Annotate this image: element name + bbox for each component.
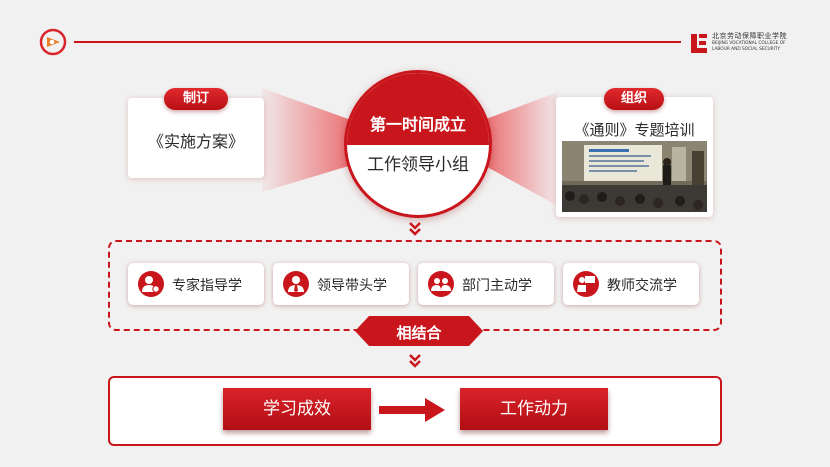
learning-item-label: 教师交流学 [607,278,677,294]
circle-top-band [347,73,489,145]
college-name-cn: 北京劳动保障职业学院 [712,32,787,40]
slide-logo-icon [39,28,67,56]
college-emblem-icon [691,34,707,53]
chevron-down-icon [409,222,421,236]
leading-group-circle: 第一时间成立 工作领导小组 [344,70,492,218]
combine-label: 相结合 [396,324,442,342]
learning-item-teacher: 教师交流学 [563,263,699,305]
learning-item-department: 部门主动学 [418,263,554,305]
circle-subtitle: 工作领导小组 [367,155,469,175]
training-photo [562,141,707,212]
right-glow-connector [478,92,558,206]
learning-outcome-block: 学习成效 [223,388,371,430]
circle-title: 第一时间成立 [369,115,466,134]
left-glow-connector [262,88,362,192]
chevron-down-icon [409,354,421,368]
leader-icon [283,271,309,297]
learning-item-label: 专家指导学 [172,278,242,294]
learning-item-label: 部门主动学 [462,278,532,294]
department-icon [428,271,454,297]
work-motivation-block: 工作动力 [460,388,608,430]
combine-tag: 相结合 [355,316,483,346]
college-name-en-line1: BEIJING VOCATIONAL COLLEGE OF [712,41,786,46]
arrow-right-icon [379,398,445,422]
plan-card-text: 《实施方案》 [147,132,244,151]
college-logo: 北京劳动保障职业学院 BEIJING VOCATIONAL COLLEGE OF… [689,30,814,56]
learning-item-expert: 专家指导学 [128,263,264,305]
header-divider [74,41,681,43]
training-tag: 组织 [604,88,664,110]
learning-item-label: 领导带头学 [317,278,387,294]
learning-item-leader: 领导带头学 [273,263,409,305]
expert-icon [138,271,164,297]
college-name-en-line2: LABOUR AND SOCIAL SECURITY [712,47,781,52]
plan-tag: 制订 [164,88,228,110]
teacher-icon [573,271,599,297]
combine-tag-shape [355,316,483,346]
training-card: 《通则》专题培训 [556,97,713,217]
training-card-text: 《通则》专题培训 [574,121,695,139]
plan-card: 《实施方案》 [128,98,264,178]
